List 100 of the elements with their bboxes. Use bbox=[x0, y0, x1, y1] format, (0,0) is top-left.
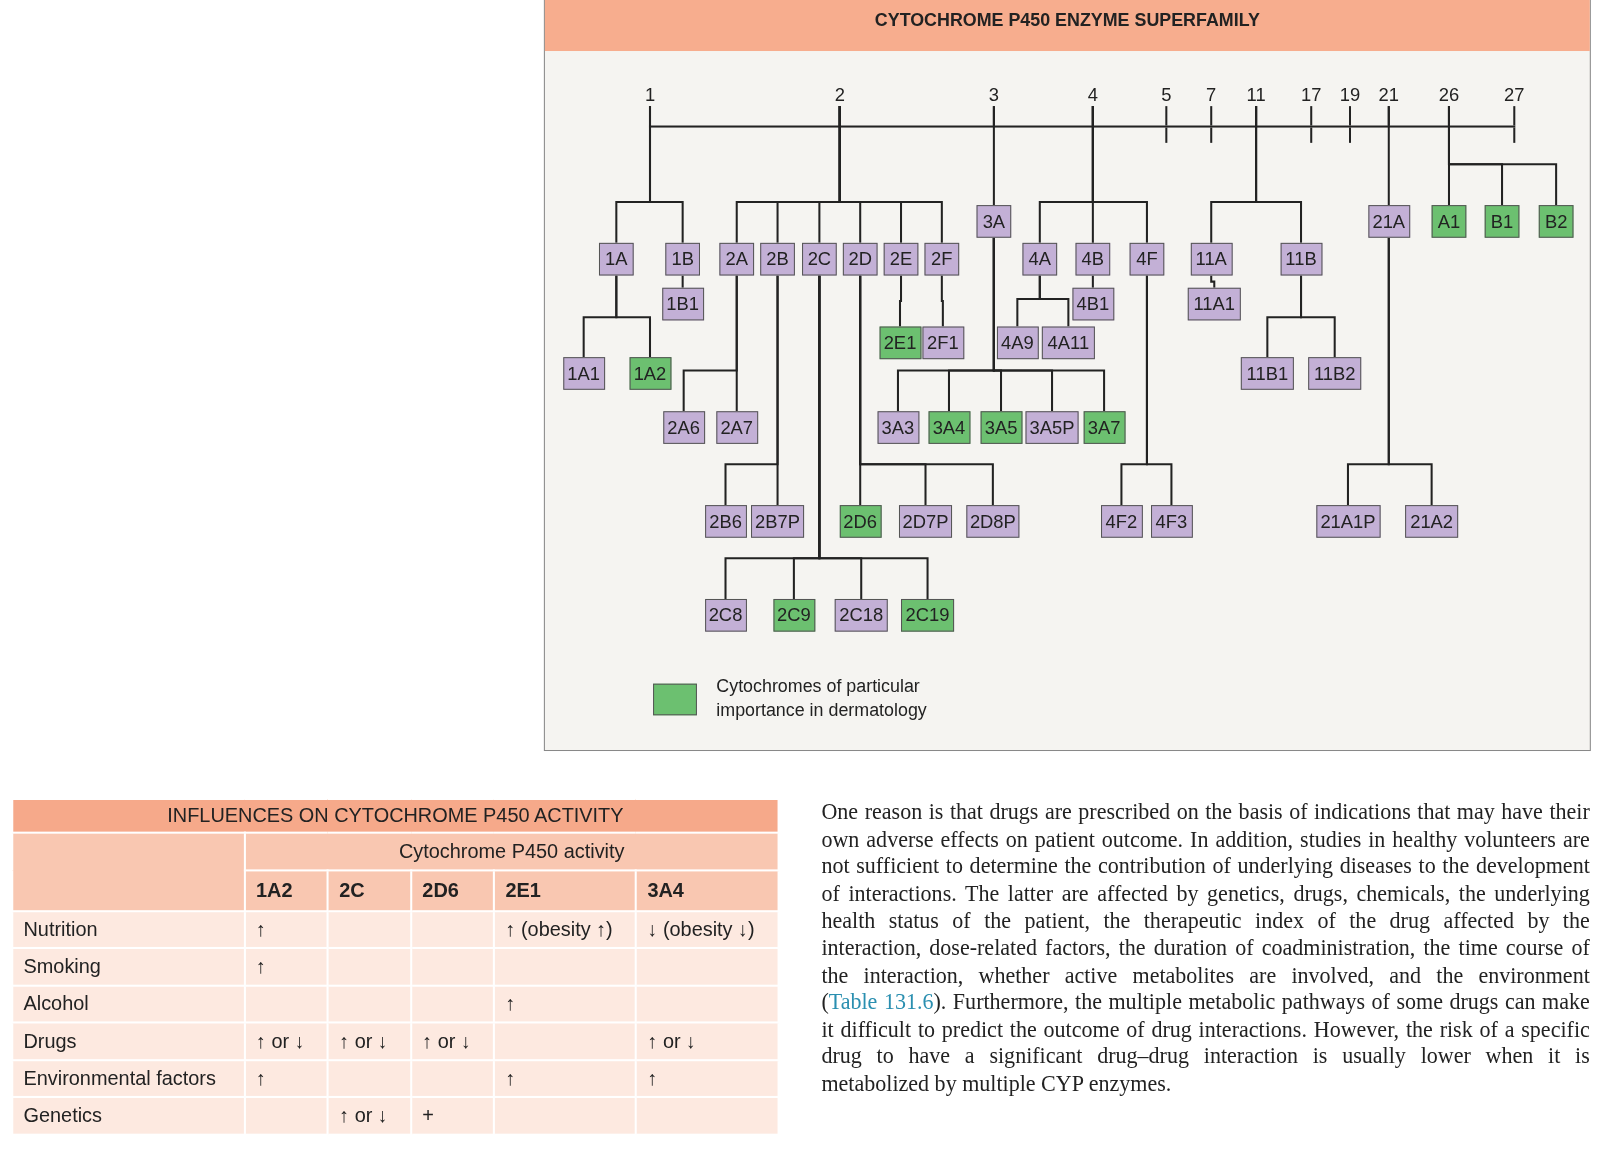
effect-value: + bbox=[411, 1096, 495, 1135]
enzyme-box: 2D bbox=[842, 242, 878, 276]
connector-line bbox=[992, 237, 1106, 412]
connector-line bbox=[649, 106, 684, 243]
enzyme-box: 2B6 bbox=[704, 505, 747, 538]
highlighted-enzyme-box: 3A5 bbox=[980, 411, 1022, 444]
column-heading: 1A2 bbox=[244, 869, 328, 911]
connector-line bbox=[1210, 106, 1213, 126]
enzyme-box: 2C18 bbox=[834, 599, 888, 632]
connector-line bbox=[1165, 106, 1168, 126]
connector-line bbox=[776, 275, 779, 506]
enzyme-box: 2C bbox=[802, 242, 837, 276]
row-heading: Drugs bbox=[12, 1022, 245, 1060]
family-number: 7 bbox=[1190, 83, 1232, 107]
highlighted-enzyme-box: 3A7 bbox=[1083, 411, 1125, 444]
enzyme-box: 2B7P bbox=[751, 505, 805, 538]
highlighted-enzyme-box: 2C9 bbox=[772, 599, 815, 632]
family-number: 11 bbox=[1235, 83, 1277, 107]
connector-line bbox=[735, 275, 738, 412]
connector-line bbox=[1038, 275, 1070, 327]
row-heading: Nutrition bbox=[12, 910, 245, 948]
enzyme-box: 4A bbox=[1022, 242, 1058, 276]
connector-line bbox=[1091, 275, 1094, 288]
connector-line bbox=[1310, 106, 1313, 126]
column-heading: 3A4 bbox=[636, 869, 779, 911]
enzyme-box: 4B1 bbox=[1071, 287, 1114, 321]
connector-line bbox=[838, 106, 943, 243]
enzyme-box: 4A11 bbox=[1041, 326, 1095, 360]
enzyme-box: 4F3 bbox=[1150, 505, 1193, 538]
enzyme-box: 1A1 bbox=[562, 357, 605, 390]
enzyme-box: 3A3 bbox=[877, 411, 919, 444]
enzyme-box: 4F2 bbox=[1100, 505, 1143, 538]
enzyme-box: 1B1 bbox=[661, 287, 704, 321]
effect-value: ↑ bbox=[636, 1059, 779, 1097]
family-number: 1 bbox=[629, 83, 671, 107]
connector-line bbox=[992, 106, 995, 206]
enzyme-box: 11B1 bbox=[1240, 357, 1294, 390]
enzyme-box: 2C8 bbox=[704, 599, 747, 632]
effect-value: ↑ bbox=[244, 1059, 328, 1097]
family-number: 5 bbox=[1145, 83, 1187, 107]
effect-value: ↑ or ↓ bbox=[327, 1096, 412, 1135]
enzyme-box: 2D7P bbox=[899, 505, 953, 538]
table-reference-link: Table 131.6 bbox=[828, 989, 934, 1015]
family-number: 19 bbox=[1329, 83, 1371, 107]
column-heading: 2E1 bbox=[494, 869, 637, 911]
row-heading: Environmental factors bbox=[12, 1059, 245, 1097]
effect-value: ↑ or ↓ bbox=[327, 1022, 412, 1060]
effect-value: ↑ bbox=[494, 985, 637, 1023]
enzyme-box: 2F1 bbox=[921, 326, 964, 360]
effect-value: ↑ bbox=[244, 910, 328, 948]
highlighted-enzyme-box: B1 bbox=[1484, 205, 1520, 238]
body-paragraph: One reason is that drugs are prescribed on the basis of indications that may have their own adverse effects on patient outcome. In addition, studies in healthy volunteers are not sufficient to determine the contribution of underlying diseases to the development of interactions. The latter are affected by genetics, drugs, chemicals, the underlying health status of the patient, the therapeutic index of the drug affected by the interaction, dose-related factors, the duration of coadministration, the time course of the interaction, whether active metabolites are involved, and the environment (Table 131.6). Furthermore, the multiple metabolic pathways of some drugs can make it difficult to predict the outcome of drug interactions. However, the risk of a specific drug to have a significant drug–drug interaction is usually lower when it is metabolized by multiple CYP enzymes. bbox=[821, 799, 1590, 1098]
effect-value: ↓ (obesity ↓) bbox=[636, 910, 779, 948]
enzyme-box: 2B bbox=[760, 242, 795, 276]
connector-line bbox=[1513, 106, 1516, 126]
connector-line bbox=[940, 275, 944, 327]
enzyme-box: 3A5P bbox=[1025, 411, 1079, 444]
connector-line bbox=[1255, 106, 1303, 243]
family-number: 3 bbox=[973, 83, 1015, 107]
connector-line bbox=[681, 275, 684, 288]
highlighted-enzyme-box: 2D6 bbox=[839, 505, 882, 538]
effect-value: ↑ or ↓ bbox=[636, 1022, 779, 1060]
effect-value: ↑ (obesity ↑) bbox=[494, 910, 637, 948]
highlighted-enzyme-box: B2 bbox=[1538, 205, 1574, 238]
effect-value: ↑ bbox=[244, 947, 328, 986]
enzyme-box: 3A bbox=[976, 205, 1012, 238]
legend-text: Cytochromes of particular importance in dermatology bbox=[716, 674, 928, 723]
highlighted-enzyme-box: 2E1 bbox=[879, 326, 921, 360]
connector-line bbox=[818, 275, 929, 599]
highlighted-enzyme-box: 3A4 bbox=[928, 411, 970, 444]
highlighted-enzyme-box: 1A2 bbox=[629, 357, 671, 390]
family-number: 2 bbox=[819, 83, 861, 107]
spine-bar bbox=[649, 125, 1516, 128]
enzyme-box: 4F bbox=[1129, 242, 1165, 276]
enzyme-box: 2A6 bbox=[662, 411, 705, 444]
enzyme-box: 11B2 bbox=[1308, 357, 1362, 390]
column-heading: 2D6 bbox=[411, 869, 495, 911]
column-heading: 2C bbox=[327, 869, 412, 911]
enzyme-box: 1B bbox=[665, 242, 700, 276]
enzyme-box: 4A9 bbox=[996, 326, 1039, 360]
enzyme-box: 11A bbox=[1190, 242, 1233, 276]
enzyme-box: 2A bbox=[719, 242, 755, 276]
effect-value: ↑ or ↓ bbox=[244, 1022, 328, 1060]
highlighted-enzyme-box: 2C19 bbox=[901, 599, 955, 632]
panel-title: CYTOCHROME P450 ENZYME SUPERFAMILY bbox=[544, 0, 1590, 51]
row-heading: Genetics bbox=[12, 1096, 245, 1135]
connector-line bbox=[615, 275, 651, 358]
connector-line bbox=[1210, 275, 1216, 288]
enzyme-box: 21A bbox=[1367, 205, 1410, 238]
family-number: 17 bbox=[1290, 83, 1332, 107]
enzyme-box: 11A1 bbox=[1187, 287, 1241, 321]
table-title: INFLUENCES ON CYTOCHROME P450 ACTIVITY bbox=[12, 799, 779, 833]
enzyme-box: 2A7 bbox=[715, 411, 758, 444]
effect-value: ↑ or ↓ bbox=[411, 1022, 495, 1060]
connector-line bbox=[899, 275, 903, 327]
family-number: 4 bbox=[1072, 83, 1114, 107]
connector-line bbox=[1349, 106, 1351, 126]
connector-line bbox=[859, 275, 994, 506]
highlighted-enzyme-box: A1 bbox=[1431, 205, 1467, 238]
family-number: 21 bbox=[1368, 83, 1410, 107]
